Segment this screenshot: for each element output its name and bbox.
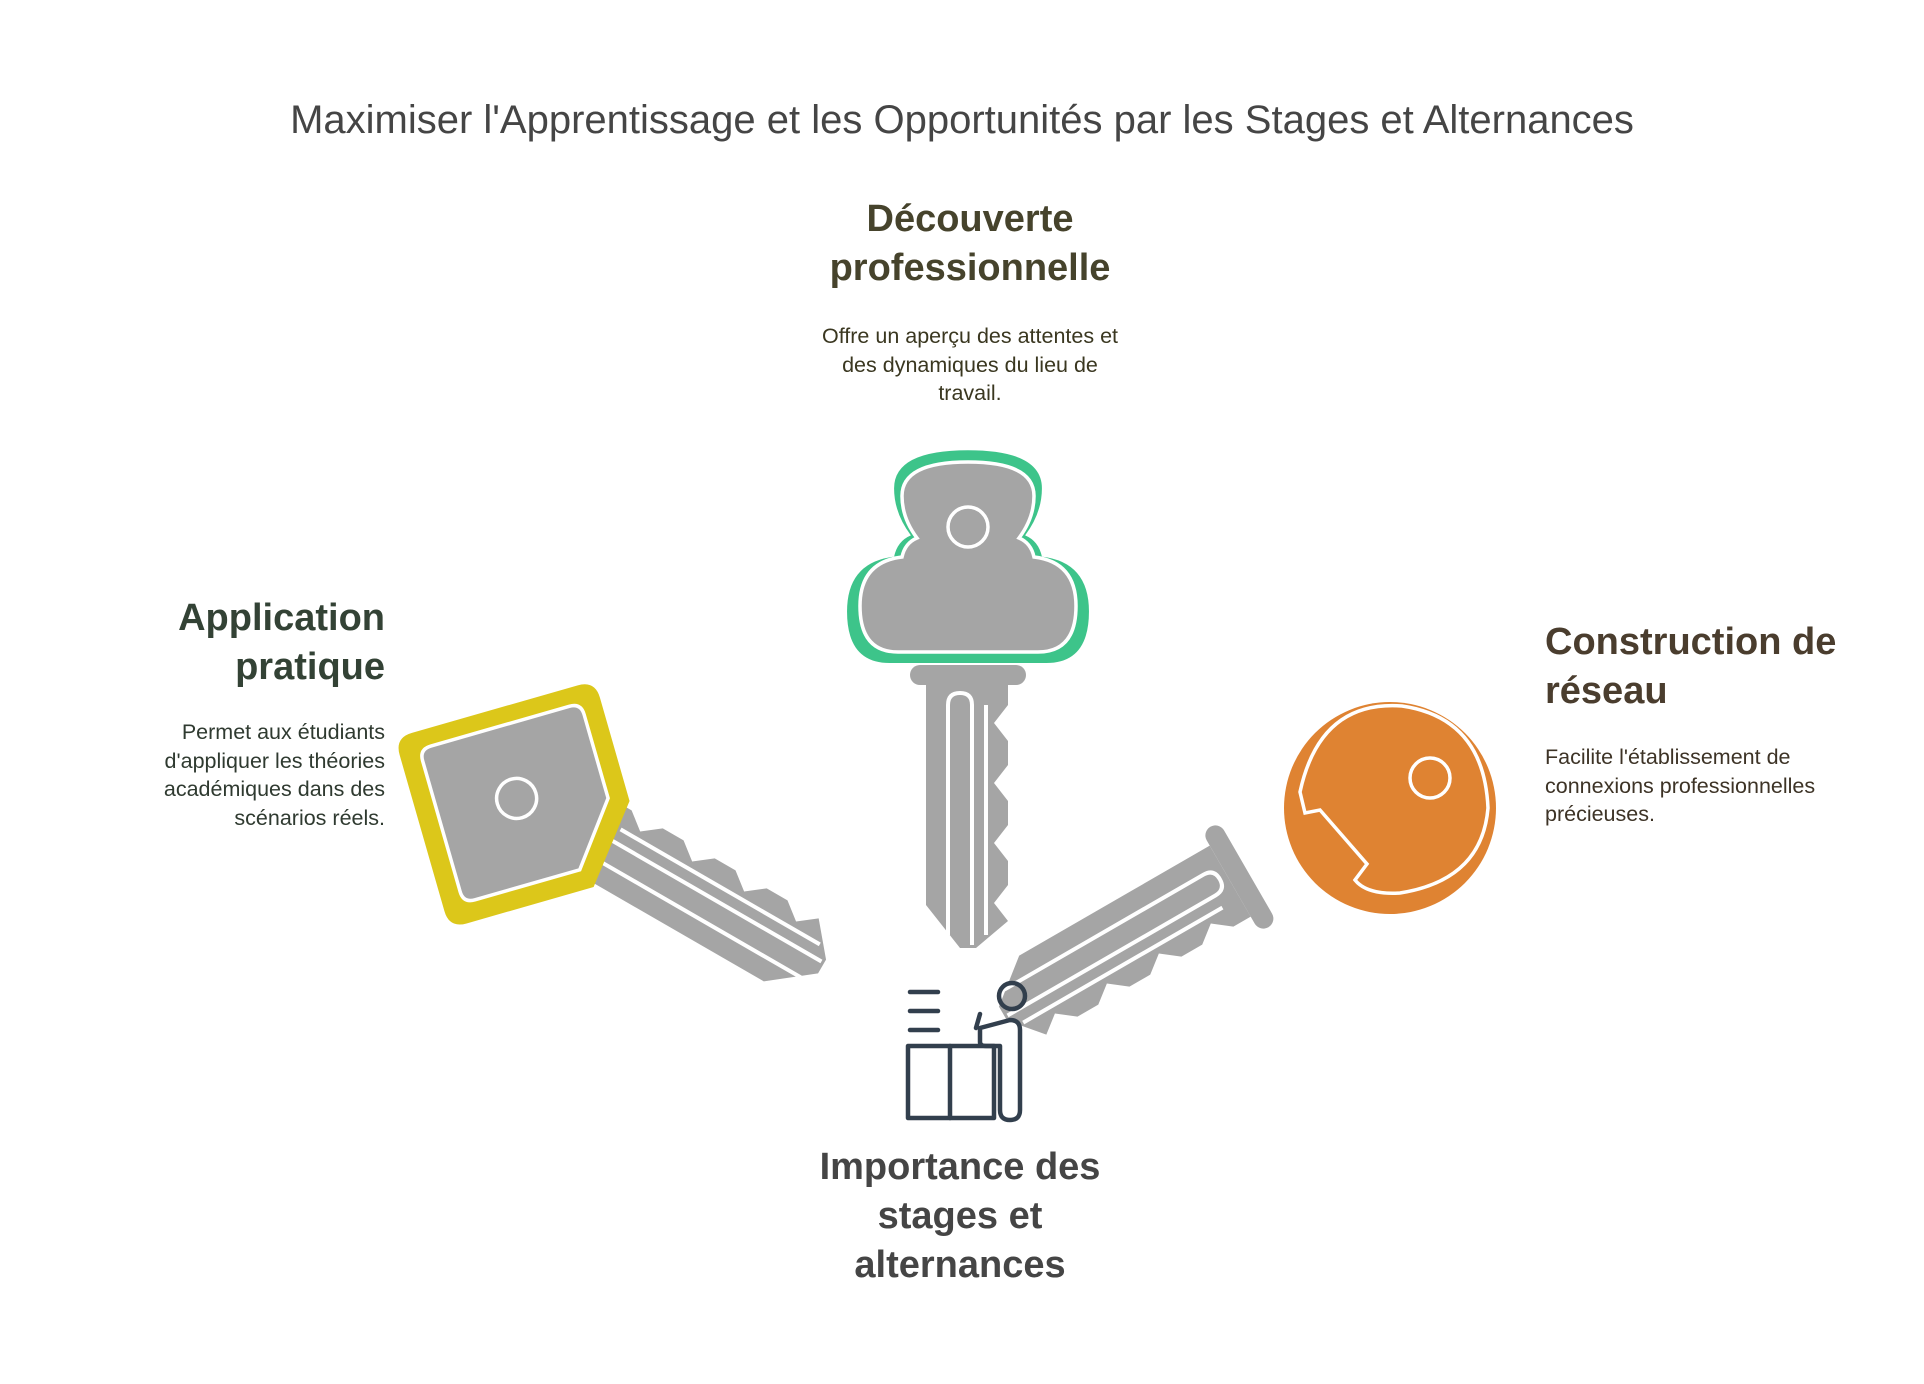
right-key-heading: Construction de réseau: [1545, 618, 1905, 716]
description-line: travail.: [938, 381, 1002, 405]
top-key: [908, 663, 1028, 950]
description-line: connexions professionnelles: [1545, 773, 1816, 798]
round-key-icon: [1284, 702, 1496, 914]
description-line: précieuses.: [1545, 802, 1655, 826]
right-key-description: Facilite l'établissement de connexions p…: [1545, 743, 1905, 829]
center-heading: Importance des stages et alternances: [760, 1143, 1160, 1290]
heading-line: réseau: [1545, 670, 1668, 712]
person-at-desk-icon: [905, 980, 1028, 1123]
heading-line: alternances: [854, 1244, 1066, 1286]
heading-line: Application: [178, 597, 385, 639]
description-line: d'appliquer les théories: [164, 748, 385, 773]
diagram-title: Maximiser l'Apprentissage et les Opportu…: [290, 98, 1634, 142]
top-key-description: Offre un aperçu des attentes et des dyna…: [780, 322, 1160, 408]
cloud-key-icon: [847, 450, 1089, 664]
heading-line: professionnelle: [829, 247, 1111, 289]
description-line: académiques dans des: [163, 777, 385, 801]
left-key-heading: Application pratique: [80, 594, 385, 692]
heading-line: stages et: [877, 1195, 1043, 1237]
heading-line: Construction de: [1545, 621, 1837, 663]
heading-line: Découverte: [866, 198, 1074, 240]
top-key-heading: Découverte professionnelle: [760, 195, 1180, 293]
heading-line: Importance des: [819, 1146, 1101, 1188]
tag-key-icon: [398, 684, 630, 925]
heading-line: pratique: [235, 646, 385, 688]
description-line: des dynamiques du lieu de: [842, 352, 1098, 377]
description-line: Offre un aperçu des attentes et: [821, 324, 1118, 348]
left-key-description: Permet aux étudiants d'appliquer les thé…: [80, 718, 385, 832]
description-line: Facilite l'établissement de: [1545, 745, 1791, 769]
description-line: Permet aux étudiants: [181, 720, 385, 744]
description-line: scénarios réels.: [234, 805, 385, 830]
